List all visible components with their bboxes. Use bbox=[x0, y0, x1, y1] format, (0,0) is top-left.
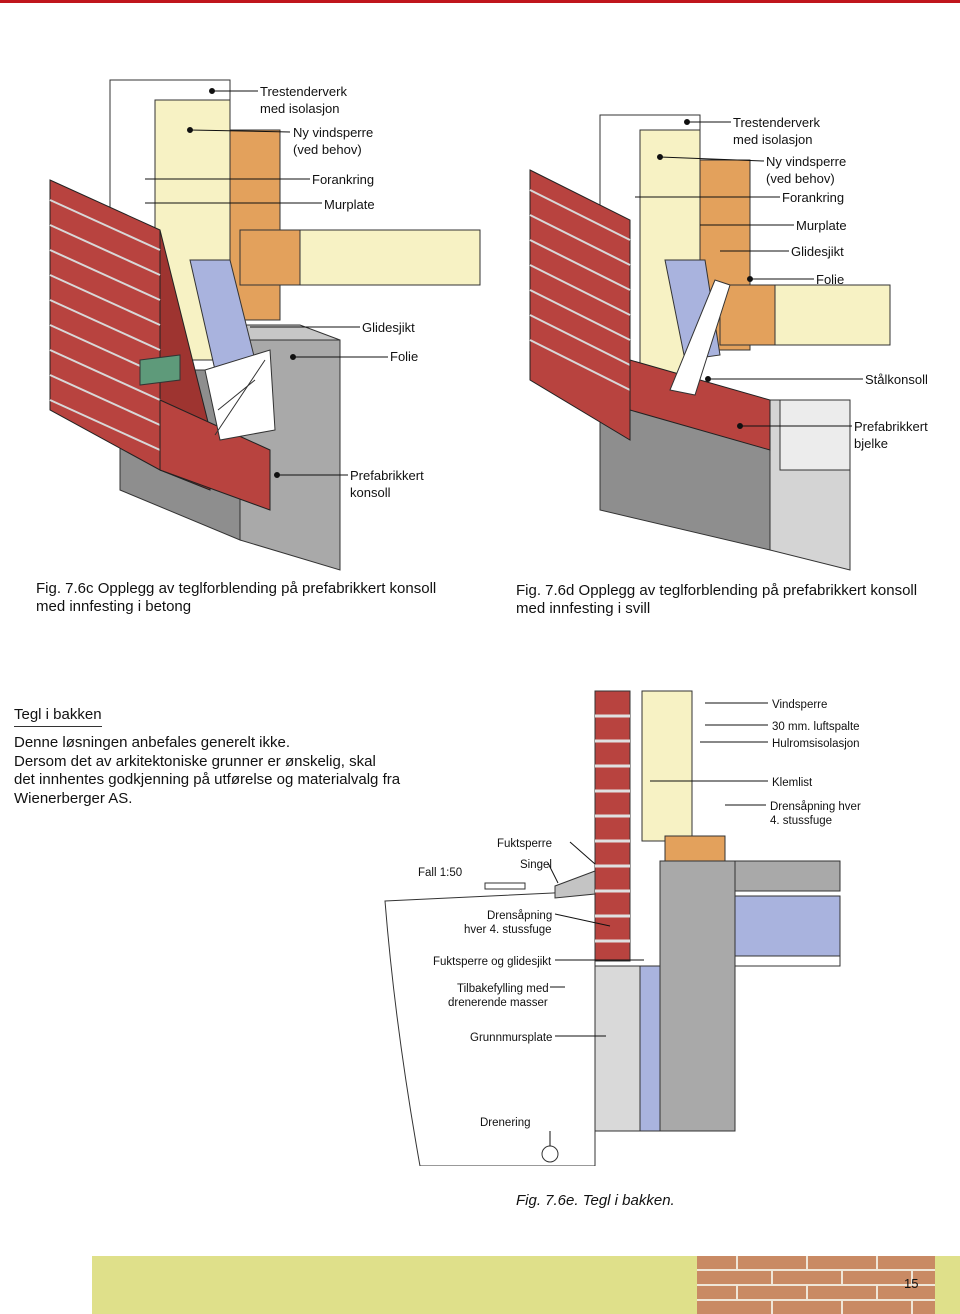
label-forankring-d: Forankring bbox=[782, 190, 844, 205]
label-4-stussfuge: 4. stussfuge bbox=[770, 815, 832, 827]
leader-lines bbox=[145, 88, 388, 478]
label-glidesjikt-d: Glidesjikt bbox=[791, 244, 844, 259]
brick-veneer bbox=[49, 179, 271, 511]
label-fall: Fall 1:50 bbox=[418, 867, 462, 879]
caption-fig-7-6d-line2: med innfesting i svill bbox=[516, 600, 651, 617]
label-prefabrikkert-d: Prefabrikkert bbox=[854, 419, 928, 434]
label-konsoll: konsoll bbox=[350, 485, 391, 500]
caption-fig-7-6e: Fig. 7.6e. Tegl i bakken. bbox=[516, 1192, 675, 1209]
caption-fig-7-6d: Fig. 7.6d Opplegg av teglforblending på … bbox=[516, 582, 917, 618]
label-stalkonsoll: Stålkonsoll bbox=[865, 372, 928, 387]
page-number: 15 bbox=[904, 1276, 919, 1291]
label-ny-vindsperre: Ny vindsperre bbox=[293, 125, 373, 140]
label-trestenderverk-d: Trestenderverk bbox=[733, 115, 820, 130]
section-body-line1: Denne løsningen anbefales generelt ikke. bbox=[14, 734, 291, 751]
label-med-isolasjon: med isolasjon bbox=[260, 101, 340, 116]
label-hulromsisolasjon: Hulromsisolasjon bbox=[772, 738, 860, 750]
label-singel: Singel bbox=[520, 859, 552, 871]
label-tilbakefylling: Tilbakefylling med bbox=[457, 983, 549, 995]
label-med-isolasjon-d: med isolasjon bbox=[733, 132, 813, 147]
label-ny-vindsperre-d: Ny vindsperre bbox=[766, 154, 846, 169]
section-body-line4: Wienerberger AS. bbox=[14, 789, 133, 807]
label-luftspalte: 30 mm. luftspalte bbox=[772, 721, 860, 733]
brick-column bbox=[594, 690, 631, 962]
figure-7-6d-drawing: Trestenderverk med isolasjon Ny vindsper… bbox=[529, 114, 928, 571]
figure-7-6c-drawing: Trestenderverk med isolasjon Ny vindsper… bbox=[49, 79, 481, 571]
label-forankring: Forankring bbox=[312, 172, 374, 187]
label-folie: Folie bbox=[390, 349, 418, 364]
label-drenerende-masser: drenerende masser bbox=[448, 997, 548, 1009]
section-title: Tegl i bakken bbox=[14, 706, 102, 727]
label-vindsperre: Vindsperre bbox=[772, 699, 827, 711]
caption-fig-7-6c: Fig. 7.6c Opplegg av teglforblending på … bbox=[36, 580, 436, 616]
section-body-line2: Dersom det av arkitektoniske grunner er … bbox=[14, 752, 376, 770]
label-drensapning: Drensåpning bbox=[487, 910, 552, 922]
label-murplate: Murplate bbox=[324, 197, 375, 212]
top-accent-bar bbox=[0, 0, 960, 3]
label-drenering: Drenering bbox=[480, 1117, 531, 1129]
label-prefabrikkert: Prefabrikkert bbox=[350, 468, 424, 483]
section-body: Denne løsningen anbefales generelt ikke.… bbox=[14, 734, 414, 808]
caption-fig-7-6c-line1: Fig. 7.6c Opplegg av teglforblending på … bbox=[36, 580, 437, 597]
label-glidesjikt: Glidesjikt bbox=[362, 320, 415, 335]
label-drensapning-hver: Drensåpning hver bbox=[770, 801, 861, 813]
label-hver-4-stussfuge: hver 4. stussfuge bbox=[464, 924, 552, 936]
label-grunnmursplate: Grunnmursplate bbox=[470, 1032, 552, 1044]
label-fuktsperre-glidesjikt: Fuktsperre og glidesjikt bbox=[433, 956, 552, 968]
label-bjelke: bjelke bbox=[854, 436, 888, 451]
section-body-line3: det innhentes godkjenning på utførelse o… bbox=[14, 771, 401, 788]
figure-7-6e-drawing: Vindsperre 30 mm. luftspalte Hulromsisol… bbox=[384, 690, 861, 1166]
label-murplate-d: Murplate bbox=[796, 218, 847, 233]
footer-brick-image bbox=[697, 1256, 935, 1314]
label-klemlist: Klemlist bbox=[772, 777, 813, 789]
caption-fig-7-6c-line2: med innfesting i betong bbox=[36, 598, 192, 615]
label-trestenderverk: Trestenderverk bbox=[260, 84, 347, 99]
caption-fig-7-6d-line1: Fig. 7.6d Opplegg av teglforblending på … bbox=[516, 582, 918, 599]
label-ved-behov: (ved behov) bbox=[293, 142, 362, 157]
label-ved-behov-d: (ved behov) bbox=[766, 171, 835, 186]
label-fuktsperre: Fuktsperre bbox=[497, 838, 552, 850]
label-folie-d: Folie bbox=[816, 272, 844, 287]
